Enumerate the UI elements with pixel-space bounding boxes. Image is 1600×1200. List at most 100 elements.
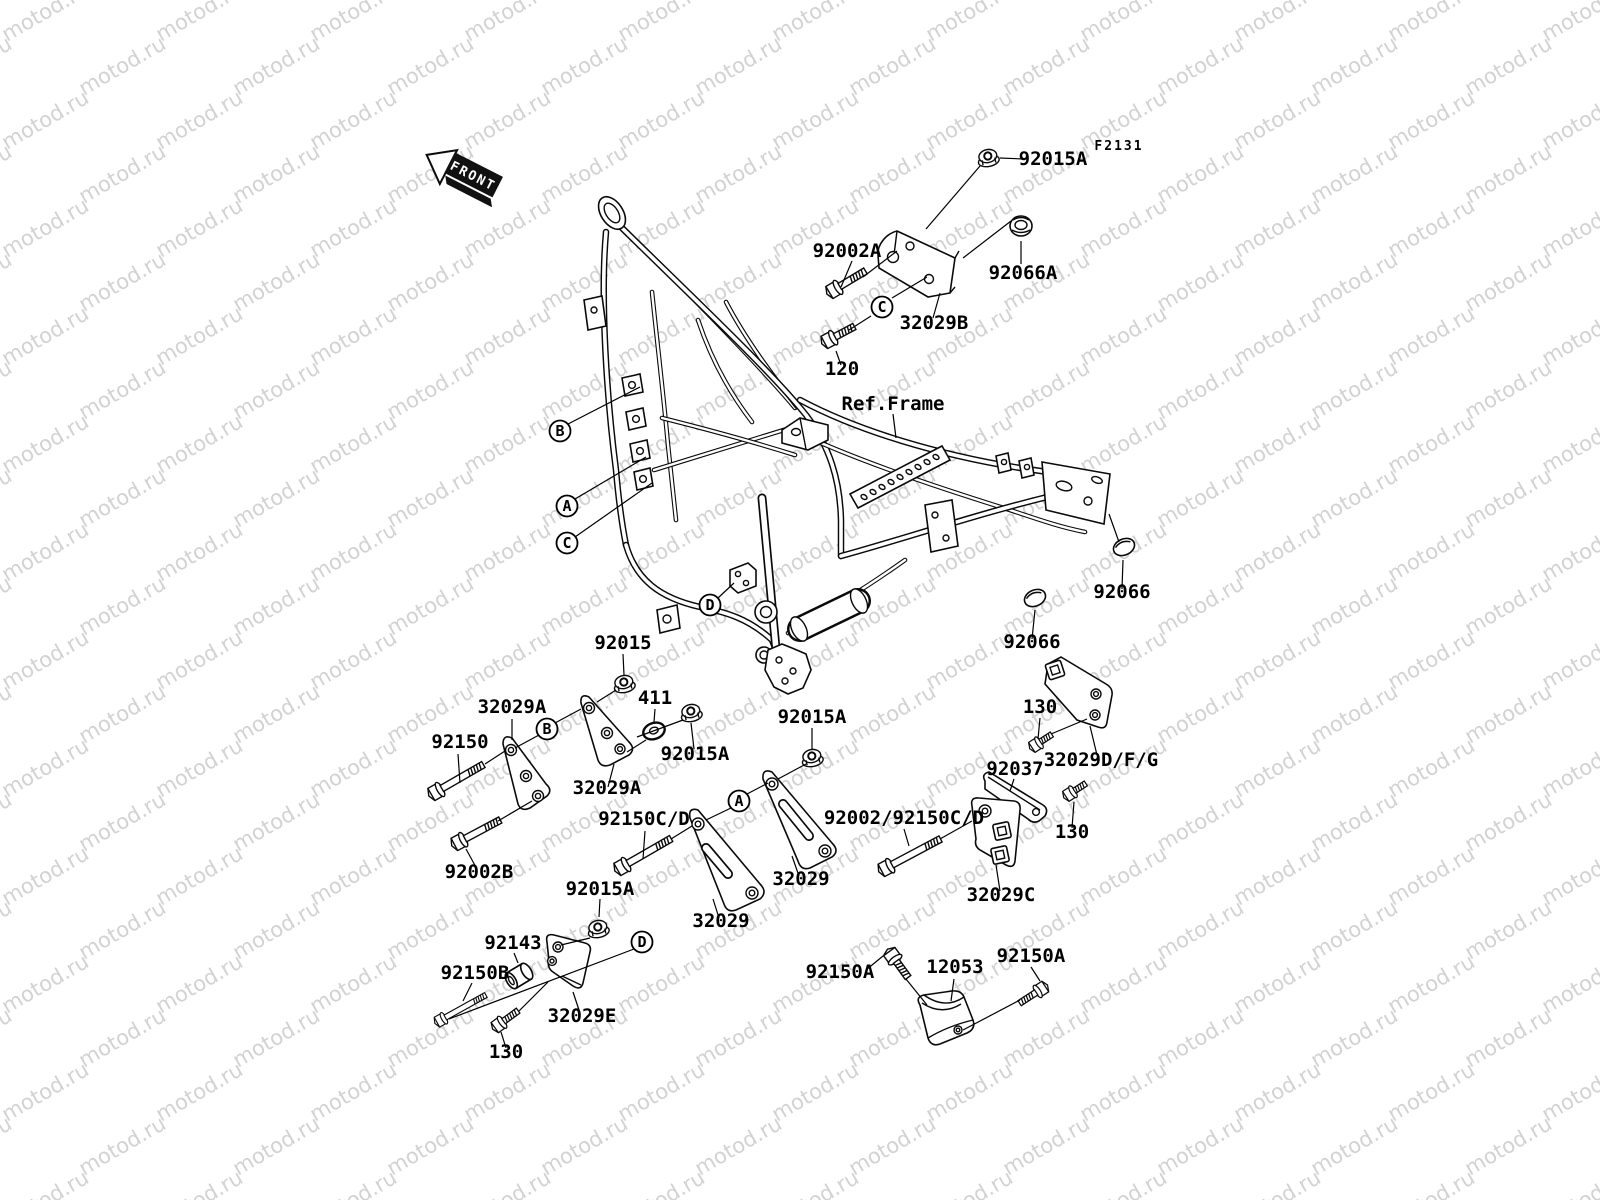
watermark-text: motod.ru (1384, 733, 1479, 802)
watermark-text: motod.ru (306, 625, 401, 694)
callout-letter: D (637, 933, 646, 951)
watermark-text: motod.ru (229, 895, 324, 964)
watermark-text: motod.ru (1461, 463, 1556, 532)
part-labels: F213192015A92002A92066A32029B120Ref.Fram… (431, 139, 1158, 1063)
callout-circle (555, 494, 579, 518)
leader-line (962, 999, 1021, 1031)
callout-circle (727, 789, 751, 813)
watermark-text: motod.ru (1076, 841, 1171, 910)
leader-line (903, 828, 910, 847)
leader-line (835, 350, 842, 366)
leader-line (1030, 966, 1041, 982)
watermark-text: motod.ru (306, 1165, 401, 1200)
watermark-text: motod.ru (1538, 841, 1600, 910)
callout-letter: D (705, 596, 714, 614)
watermark-text: motod.ru (460, 0, 555, 46)
watermark-text: motod.ru (1153, 31, 1248, 100)
leader-line (865, 955, 884, 971)
watermark-text: motod.ru (1076, 1057, 1171, 1126)
callout-circle (535, 717, 559, 741)
watermark-text: motod.ru (691, 139, 786, 208)
watermark-text: motod.ru (1538, 625, 1600, 694)
watermark-text: motod.ru (0, 733, 93, 802)
watermark-text: motod.ru (1384, 949, 1479, 1018)
watermark-text: motod.ru (1538, 949, 1600, 1018)
watermark-text: motod.ru (1230, 0, 1325, 46)
watermark-text: motod.ru (383, 1111, 478, 1180)
leader-line (626, 739, 647, 753)
part-32029C (970, 797, 1021, 868)
parts-artwork (427, 148, 1136, 1046)
part-12053 (917, 990, 975, 1046)
watermark-text: motod.ru (614, 0, 709, 46)
leader-line (999, 157, 1025, 160)
watermark-text: motod.ru (152, 193, 247, 262)
watermark-text: motod.ru (306, 0, 401, 46)
watermark-text: motod.ru (75, 31, 170, 100)
watermark-text: motod.ru (1538, 193, 1600, 262)
watermark-text: motod.ru (460, 301, 555, 370)
watermark-text: motod.ru (845, 1111, 940, 1180)
watermark-text: motod.ru (1307, 571, 1402, 640)
part-label: 92015A (661, 743, 730, 765)
leader-line (448, 948, 635, 1020)
part-label: 92037 (986, 758, 1043, 780)
watermark-text: motod.ru (383, 355, 478, 424)
watermark-text: motod.ru (1538, 301, 1600, 370)
watermark-text: motod.ru (229, 31, 324, 100)
watermark-text: motod.ru (460, 409, 555, 478)
watermark-text: motod.ru (768, 85, 863, 154)
watermark-text: motod.ru (1076, 409, 1171, 478)
watermark-text: motod.ru (306, 409, 401, 478)
part-32029DFG (1044, 656, 1113, 729)
part-32029-right (762, 770, 837, 870)
watermark-text: motod.ru (229, 247, 324, 316)
watermark-text: motod.ru (1153, 139, 1248, 208)
watermark-text: motod.ru (460, 193, 555, 262)
callout-letter: C (877, 298, 886, 316)
part-92143-collar (504, 962, 534, 990)
bolt (882, 946, 912, 981)
watermark-text: motod.ru (1230, 949, 1325, 1018)
leader-line (862, 250, 898, 278)
watermark-text: motod.ru (922, 1057, 1017, 1126)
callout-circle (870, 295, 894, 319)
part-label: 92015 (594, 632, 651, 654)
part-32029A-2 (580, 695, 634, 767)
watermark-text: motod.ru (1461, 1003, 1556, 1072)
callout-B: B (548, 419, 572, 443)
watermark-text: motod.ru (999, 1111, 1094, 1180)
watermark-text: motod.ru (1538, 85, 1600, 154)
watermark-text: motod.ru (845, 679, 940, 748)
part-label: 32029 (692, 910, 749, 932)
watermark-text: motod.ru (0, 841, 93, 910)
leader-line (791, 855, 800, 877)
part-label: 12053 (926, 956, 983, 978)
watermark-text: motod.ru (691, 679, 786, 748)
watermark-text: motod.ru (1384, 625, 1479, 694)
watermark-text: motod.ru (75, 355, 170, 424)
callout-A: A (727, 789, 751, 813)
leader-line (1121, 559, 1124, 590)
watermark-text: motod.ru (1307, 355, 1402, 424)
watermark-text: motod.ru (1230, 1165, 1325, 1200)
watermark-text: motod.ru (306, 193, 401, 262)
part-label: 92150C/D (598, 808, 690, 830)
watermark-text: motod.ru (922, 1165, 1017, 1200)
watermark-text: motod.ru (1538, 1057, 1600, 1126)
watermark-text: motod.ru (1076, 301, 1171, 370)
watermark-text: motod.ru (537, 355, 632, 424)
leader-line (1009, 778, 1015, 792)
watermark-text: motod.ru (0, 1165, 93, 1200)
leader-line (892, 413, 897, 439)
part-label: 92002B (445, 861, 514, 883)
watermark-text: motod.ru (1461, 139, 1556, 208)
watermark-text: motod.ru (1230, 193, 1325, 262)
leader-line (848, 315, 872, 331)
watermark-text: motod.ru (1307, 463, 1402, 532)
watermark-text: motod.ru (0, 85, 93, 154)
part-label: 92150A (997, 945, 1066, 967)
callout-circle (698, 593, 722, 617)
